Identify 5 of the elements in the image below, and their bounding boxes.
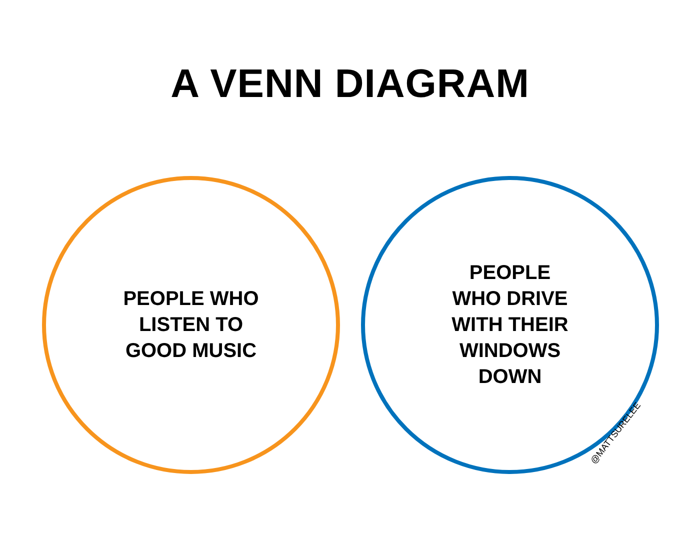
title: A VENN DIAGRAM: [170, 62, 530, 107]
set-label: PEOPLE WHO DRIVE WITH THEIR WINDOWS DOWN: [450, 261, 570, 390]
set-circle: [361, 176, 659, 474]
set-label: PEOPLE WHO LISTEN TO GOOD MUSIC: [122, 287, 260, 364]
set-circle: [42, 176, 340, 474]
